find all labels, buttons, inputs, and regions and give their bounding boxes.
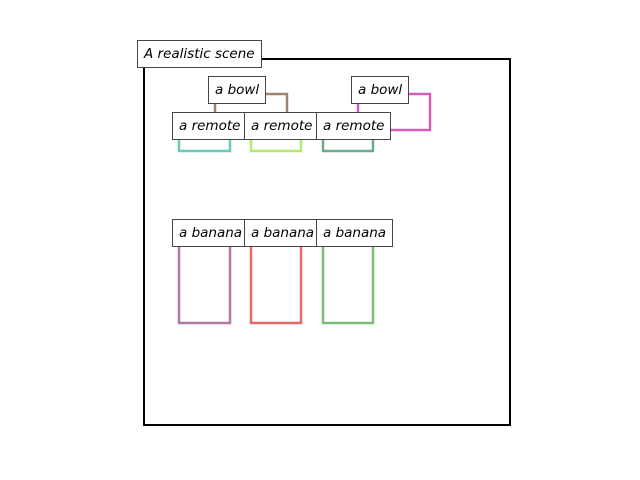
banana-box-3 [321, 235, 375, 325]
remote-label-1: a remote [172, 112, 248, 140]
banana-box-1 [177, 235, 232, 325]
banana-label-2: a banana [244, 219, 322, 247]
bowl-label-2: a bowl [351, 76, 410, 104]
bowl-label-1: a bowl [208, 76, 267, 104]
remote-label-2: a remote [244, 112, 320, 140]
scene-frame [143, 58, 511, 426]
banana-label-1: a banana [172, 219, 250, 247]
banana-label-3: a banana [316, 219, 394, 247]
remote-label-3: a remote [316, 112, 392, 140]
banana-box-2 [249, 235, 303, 325]
scene-title-label: A realistic scene [137, 40, 262, 68]
